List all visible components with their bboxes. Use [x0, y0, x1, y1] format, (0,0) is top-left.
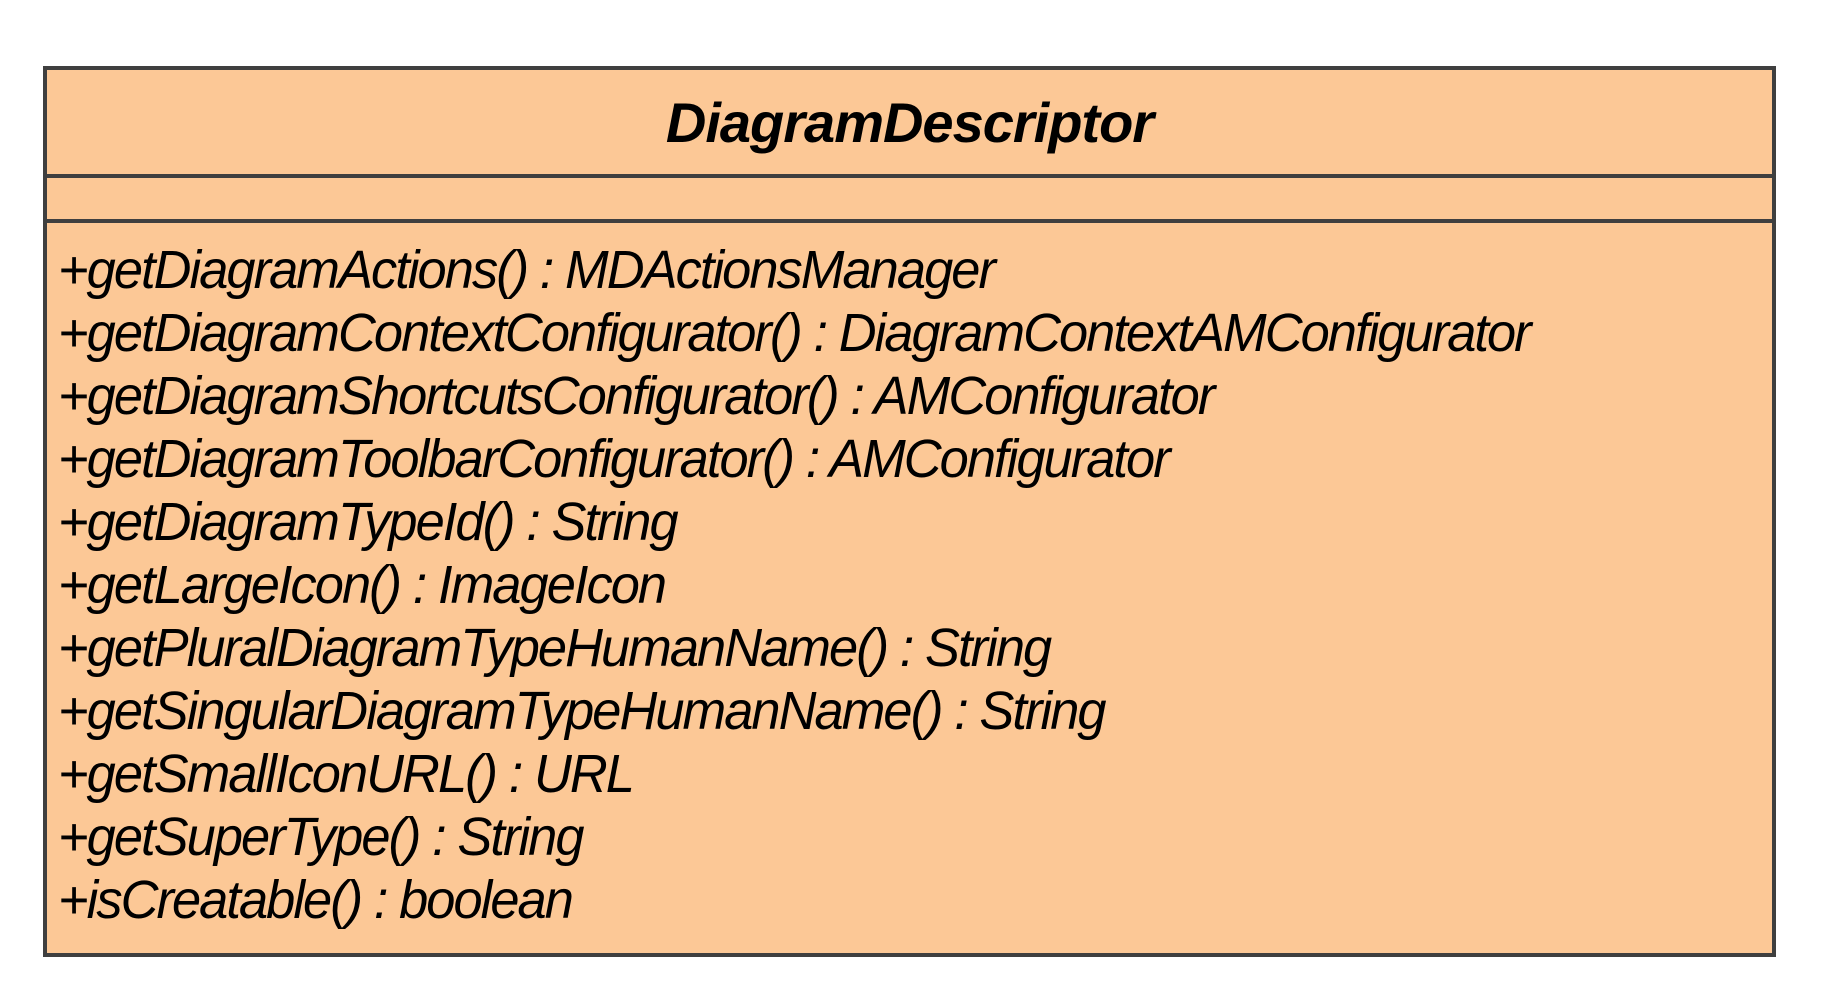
- class-title-compartment: DiagramDescriptor: [47, 70, 1772, 178]
- operation-row: +isCreatable() : boolean: [58, 870, 574, 930]
- operation-row: +getDiagramShortcutsConfigurator() : AMC…: [58, 366, 1215, 426]
- operation-row: +getSuperType() : String: [58, 807, 584, 867]
- class-title: DiagramDescriptor: [665, 90, 1154, 154]
- operation-row: +getDiagramContextConfigurator() : Diagr…: [58, 303, 1532, 363]
- operation-row: +getSingularDiagramTypeHumanName() : Str…: [58, 681, 1107, 741]
- uml-class-box[interactable]: DiagramDescriptor +getDiagramActions() :…: [43, 66, 1776, 957]
- operation-row: +getDiagramActions() : MDActionsManager: [58, 240, 996, 300]
- operation-row: +getLargeIcon() : ImageIcon: [58, 555, 667, 615]
- operation-row: +getDiagramToolbarConfigurator() : AMCon…: [58, 429, 1171, 489]
- class-operations-compartment: +getDiagramActions() : MDActionsManager …: [47, 223, 1772, 932]
- class-attributes-compartment: [47, 178, 1772, 223]
- operation-row: +getDiagramTypeId() : String: [58, 492, 679, 552]
- operation-row: +getPluralDiagramTypeHumanName() : Strin…: [58, 618, 1052, 678]
- operation-row: +getSmallIconURL() : URL: [58, 744, 635, 804]
